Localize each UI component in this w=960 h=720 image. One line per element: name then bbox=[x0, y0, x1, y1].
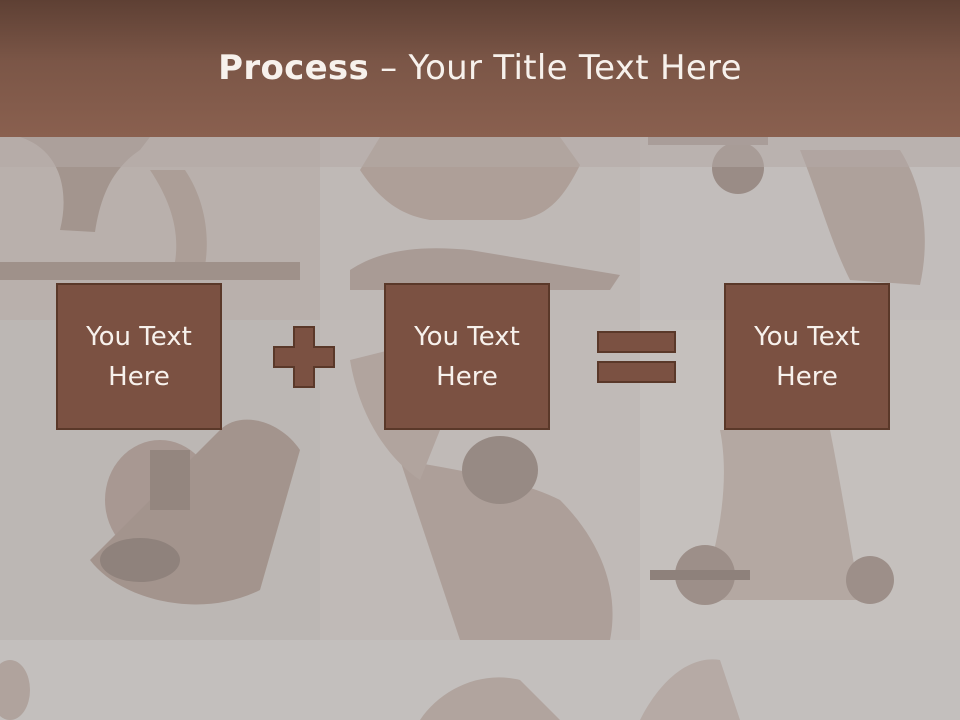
process-box-2-text: You Text Here bbox=[414, 317, 520, 397]
process-box-3-text: You Text Here bbox=[754, 317, 860, 397]
process-box-2[interactable]: You Text Here bbox=[384, 283, 550, 430]
slide-title: Process – Your Title Text Here bbox=[218, 48, 742, 88]
process-box-1[interactable]: You Text Here bbox=[56, 283, 222, 430]
process-box-2-line-1: You Text bbox=[414, 321, 520, 352]
title-rest-part: – Your Title Text Here bbox=[369, 47, 742, 88]
process-box-1-line-2: Here bbox=[108, 361, 170, 392]
process-box-1-text: You Text Here bbox=[86, 317, 192, 397]
plus-icon bbox=[273, 326, 335, 388]
title-bar: Process – Your Title Text Here bbox=[0, 0, 960, 137]
equals-icon bbox=[597, 331, 676, 383]
process-box-3-line-1: You Text bbox=[754, 321, 860, 352]
process-box-2-line-2: Here bbox=[436, 361, 498, 392]
title-underline-strip bbox=[0, 137, 960, 167]
process-box-3[interactable]: You Text Here bbox=[724, 283, 890, 430]
process-box-1-line-1: You Text bbox=[86, 321, 192, 352]
title-bold-part: Process bbox=[218, 47, 370, 88]
process-box-3-line-2: Here bbox=[776, 361, 838, 392]
